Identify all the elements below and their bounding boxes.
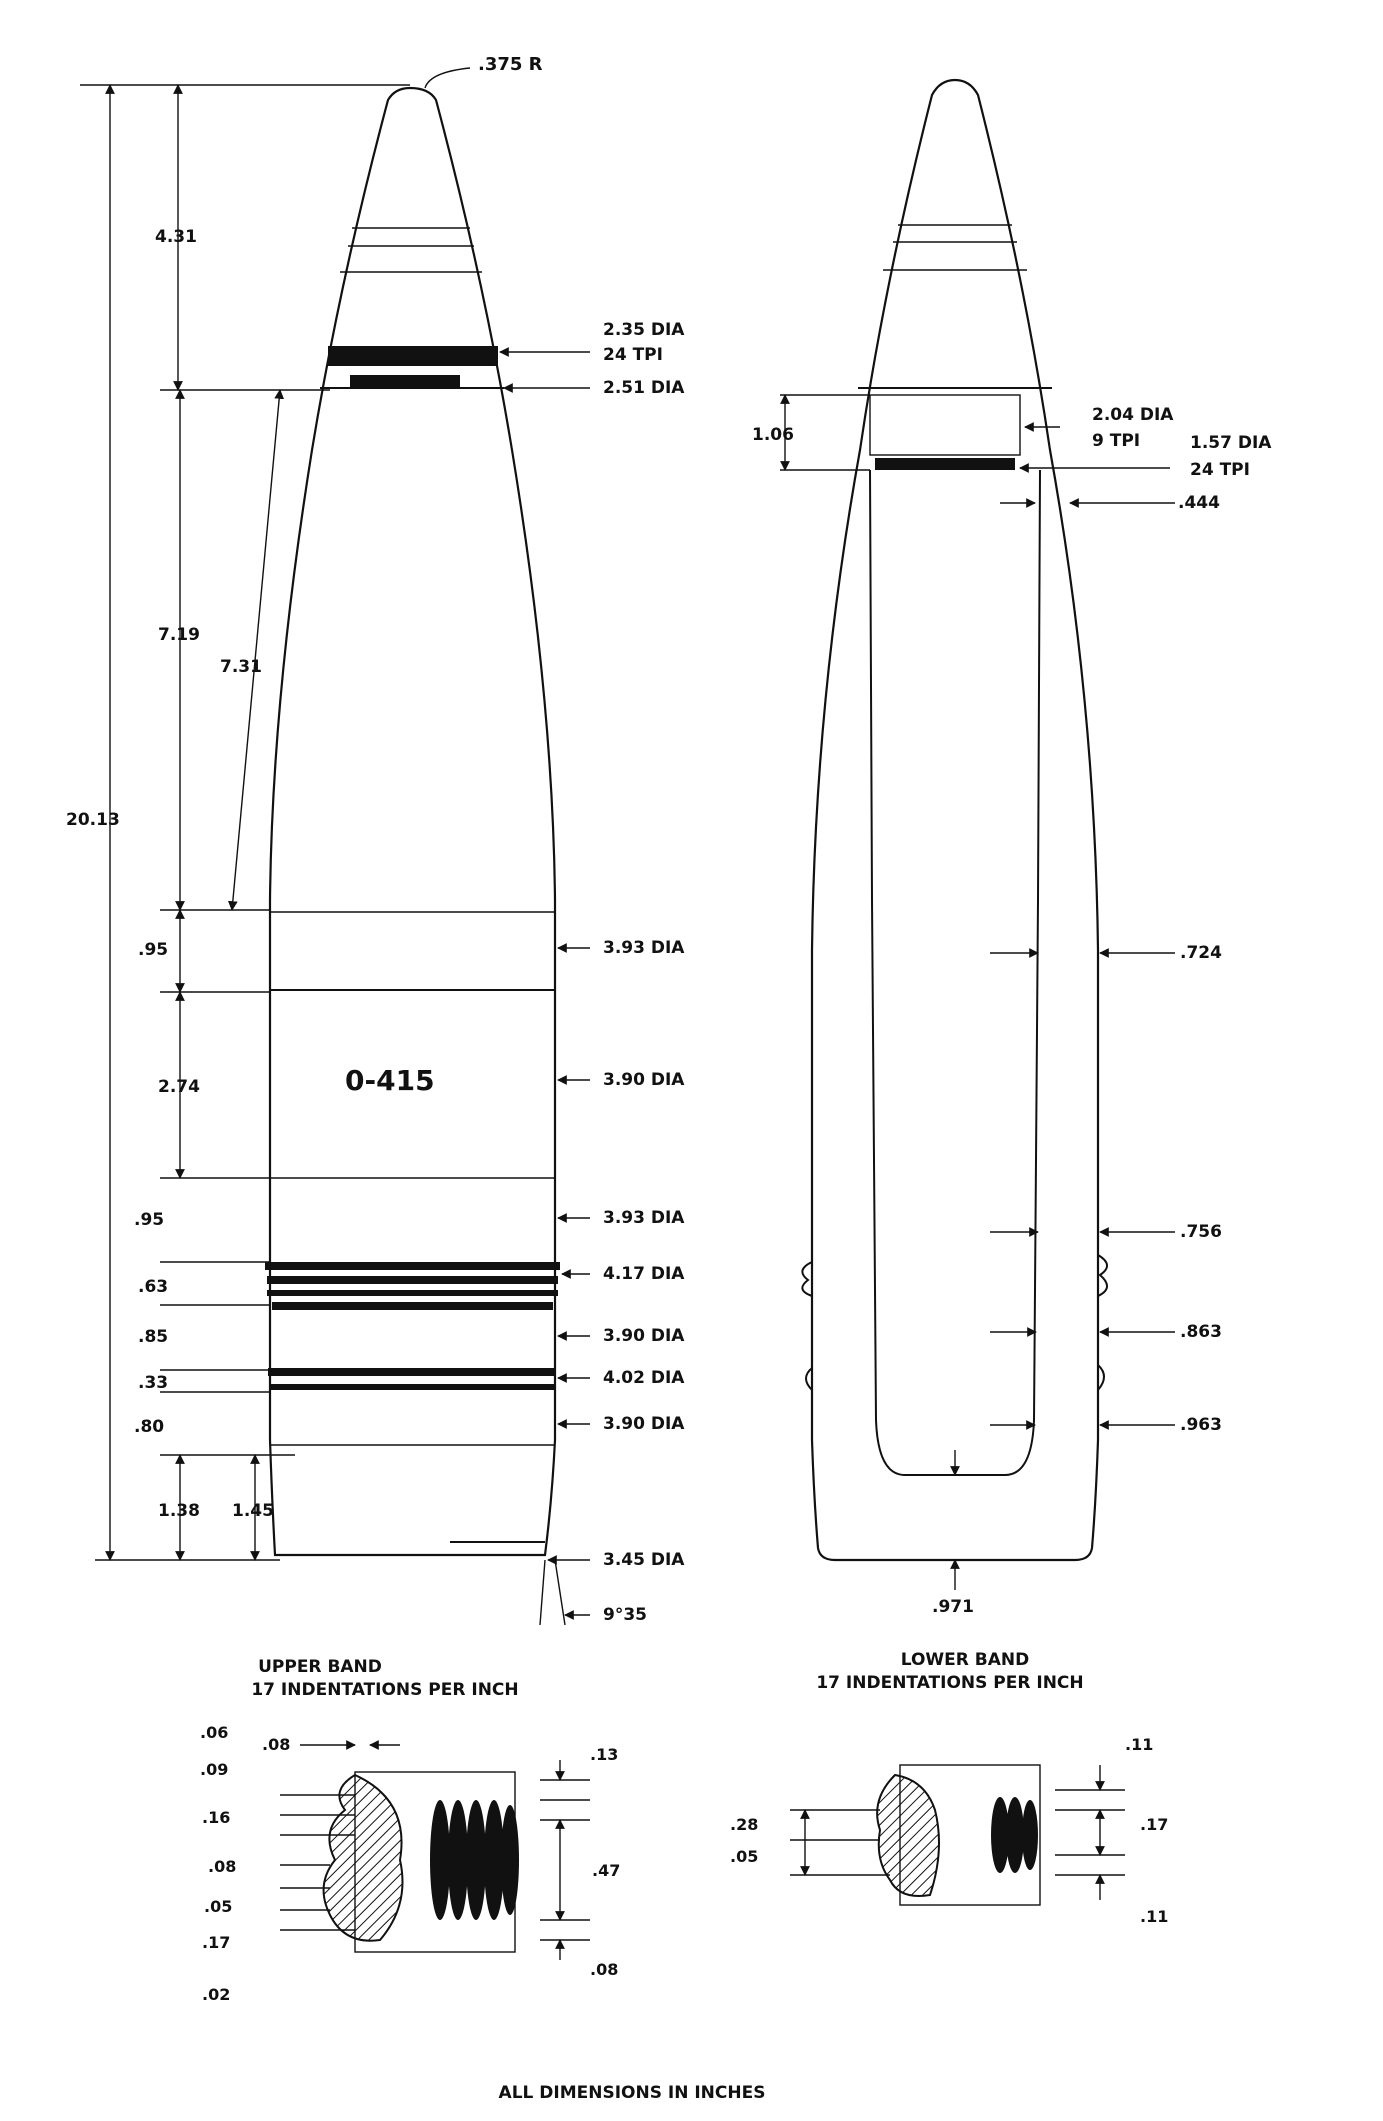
dim-label: 2.74 — [158, 1077, 200, 1097]
dim-label: .16 — [202, 1808, 230, 1827]
left-dimension-lines — [80, 84, 410, 1561]
dim-label: .28 — [730, 1815, 758, 1834]
dim-label: .11 — [1140, 1907, 1168, 1926]
left-shell-outline — [268, 86, 557, 1557]
right-shell-outline — [810, 78, 1100, 1562]
angle-label: 9°35 — [603, 1605, 647, 1625]
footer-note: ALL DIMENSIONS IN INCHES — [499, 2083, 766, 2103]
dim-label: .08 — [590, 1960, 618, 1979]
dim-label: .756 — [1180, 1222, 1222, 1242]
upper-band-title: UPPER BAND — [258, 1657, 382, 1677]
dia-label: 4.02 DIA — [603, 1368, 685, 1388]
left-shell-dia-arrows — [424, 67, 590, 1626]
shell-marking: 0-415 — [345, 1064, 435, 1097]
nose-radius-label: .375 R — [478, 54, 543, 75]
dim-label: .06 — [200, 1723, 228, 1742]
dim-label: .724 — [1180, 943, 1222, 963]
dim-label: .05 — [730, 1847, 758, 1866]
dim-label: 24 TPI — [1190, 460, 1250, 480]
dia-label: 3.93 DIA — [603, 938, 685, 958]
band-indentations — [991, 1797, 1038, 1873]
dim-label: .971 — [932, 1597, 974, 1617]
dim-label: 9 TPI — [1092, 431, 1140, 451]
dim-label: .02 — [202, 1985, 230, 2004]
dim-label: 2.04 DIA — [1092, 405, 1174, 425]
dim-label: .17 — [1140, 1815, 1168, 1834]
dim-label: .08 — [262, 1735, 290, 1754]
band-section-hatched — [876, 1773, 940, 1897]
dim-label: .963 — [1180, 1415, 1222, 1435]
dia-label: 3.90 DIA — [603, 1414, 685, 1434]
thread-band-24tpi — [328, 346, 498, 366]
right-shell-labels: 1.06 2.04 DIA 9 TPI 1.57 DIA 24 TPI .444… — [752, 405, 1272, 1617]
dim-label: .444 — [1178, 493, 1220, 513]
left-shell — [265, 86, 560, 1557]
dia-label: 3.90 DIA — [603, 1070, 685, 1090]
dim-label: .95 — [134, 1210, 164, 1230]
dim-label: 7.19 — [158, 625, 200, 645]
band-section-hatched — [322, 1773, 404, 1942]
upper-band-subtitle: 17 INDENTATIONS PER INCH — [251, 1680, 518, 1700]
left-shell-labels: .375 R 4.31 7.19 7.31 20.13 .95 2.74 .95… — [66, 54, 685, 1625]
lower-rotating-band — [268, 1368, 556, 1376]
dim-label: 1.45 — [232, 1501, 274, 1521]
right-shell-dimension-lines — [780, 394, 1175, 1590]
dim-label: .11 — [1125, 1735, 1153, 1754]
band-indentations — [430, 1800, 519, 1920]
dia-label: 24 TPI — [603, 345, 663, 365]
dim-label: .33 — [138, 1373, 168, 1393]
dim-label: 1.57 DIA — [1190, 433, 1272, 453]
lower-band-detail: LOWER BAND 17 INDENTATIONS PER INCH .11 … — [730, 1650, 1168, 1926]
dia-label: 4.17 DIA — [603, 1264, 685, 1284]
dim-label: .05 — [204, 1897, 232, 1916]
right-shell — [801, 78, 1108, 1562]
dim-label: .17 — [202, 1933, 230, 1952]
dim-label: .85 — [138, 1327, 168, 1347]
dim-label: .47 — [592, 1861, 620, 1880]
upper-rotating-band — [265, 1262, 560, 1270]
dim-label: .863 — [1180, 1322, 1222, 1342]
dia-label: 2.51 DIA — [603, 378, 685, 398]
dia-label: 2.35 DIA — [603, 320, 685, 340]
dim-label: 7.31 — [220, 657, 262, 677]
dim-label: 4.31 — [155, 227, 197, 247]
dia-label: 3.45 DIA — [603, 1550, 685, 1570]
dim-label: .08 — [208, 1857, 236, 1876]
dim-label: 20.13 — [66, 810, 120, 830]
dim-label: .95 — [138, 940, 168, 960]
dim-label: .63 — [138, 1277, 168, 1297]
dim-label: .80 — [134, 1417, 164, 1437]
dim-label: 1.38 — [158, 1501, 200, 1521]
dim-label: .09 — [200, 1760, 228, 1779]
lower-band-subtitle: 17 INDENTATIONS PER INCH — [816, 1673, 1083, 1693]
upper-band-detail: UPPER BAND 17 INDENTATIONS PER INCH .06 … — [200, 1657, 620, 2004]
lower-band-title: LOWER BAND — [901, 1650, 1030, 1670]
dia-label: 3.93 DIA — [603, 1208, 685, 1228]
dim-label: .13 — [590, 1745, 618, 1764]
dim-label: 1.06 — [752, 425, 794, 445]
dia-label: 3.90 DIA — [603, 1326, 685, 1346]
